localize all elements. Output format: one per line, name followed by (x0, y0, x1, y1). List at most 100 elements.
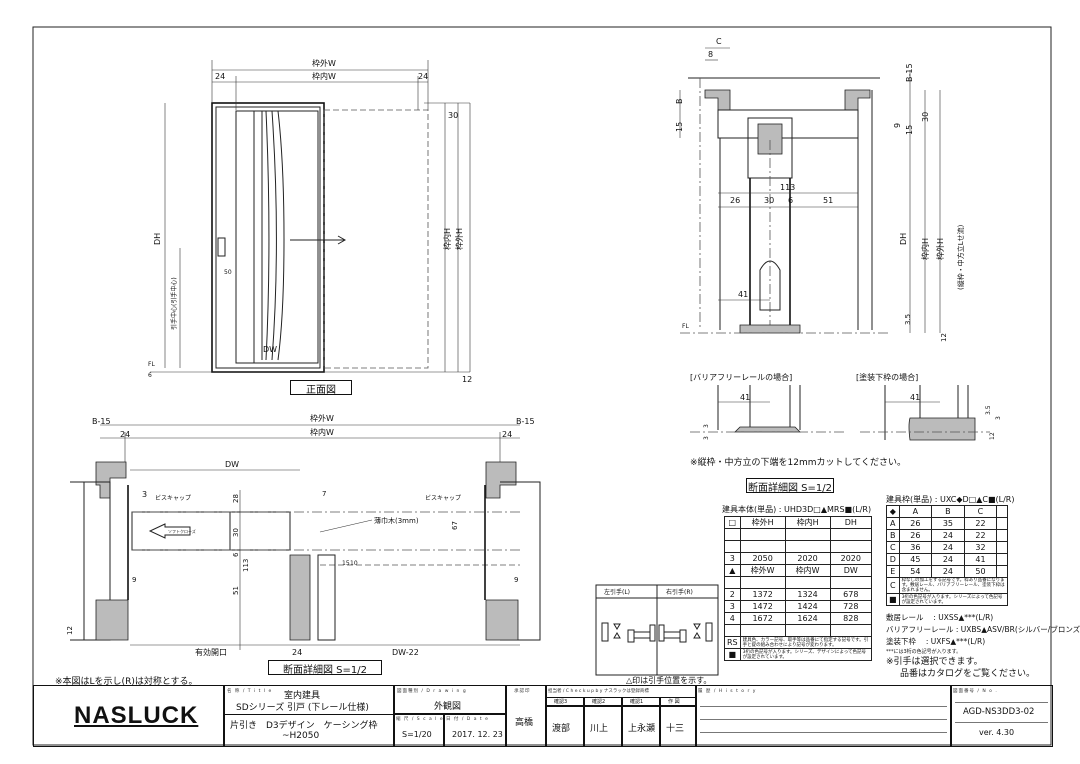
handle-diagram (595, 584, 719, 676)
table-row (724, 624, 873, 637)
dim-b15: B-15 (905, 63, 914, 82)
table-cell: 54 (898, 565, 933, 578)
dim-6: 6 (232, 552, 240, 557)
date-label: 日 付 / D a t e (446, 717, 489, 722)
table-cell (996, 565, 1008, 578)
dim-frame-inner-h: 枠内H (920, 238, 930, 260)
dim-50: 50 (224, 269, 232, 276)
checker-name: 十三 (666, 724, 685, 734)
table-cell: A (886, 517, 900, 530)
scale-label: 縮 尺 / S c a l e (396, 717, 444, 722)
bottom-detail-drawings (690, 385, 990, 441)
table-cell: 24 (931, 565, 965, 578)
plan-note: ※本図はLを示し(R)は対称とする。 (55, 677, 198, 687)
door-table-title: 建具本体(単品) : UHD3D□▲MRS■(L/R) (722, 505, 872, 514)
logo-cell: NASLUCK (33, 685, 225, 747)
table-cell: 22 (963, 517, 998, 530)
note-text: 建具色、カラー記号、取手等は品番にて指定する記号です。引手と錠の組み合わせにより… (739, 636, 873, 649)
dim-30: 30 (764, 196, 774, 205)
dim-24: 24 (292, 648, 302, 657)
dim-10: 10 (350, 560, 358, 567)
right-handle-label: 右引手(R) (666, 589, 693, 596)
table-cell: 828 (829, 612, 873, 625)
table-cell (724, 576, 741, 589)
table-cell: 枠外W (739, 564, 786, 577)
dim-b: B (675, 99, 684, 105)
title-line: 室内建具 (284, 691, 321, 701)
table-cell: 24 (931, 541, 965, 554)
table-cell: DH (829, 516, 873, 529)
front-view-label: 正面図 (290, 380, 352, 396)
table-cell (784, 540, 831, 553)
table-cell: B (931, 505, 965, 518)
table-cell: A (898, 505, 933, 518)
catalog-note: 品番はカタログをご覧ください。 (900, 669, 1036, 679)
soft-close-arrow-icon (148, 523, 191, 539)
dim-6: 6 (148, 372, 152, 379)
drawing-number: AGD-NS3DD3-02 (963, 707, 1035, 717)
table-cell: 3 (724, 600, 741, 613)
scale-cell: 縮 尺 / S c a l e S=1/20 (393, 713, 445, 747)
history-cell: 履 歴 / H i s t o r y (695, 685, 952, 747)
dim-7: 7 (322, 490, 326, 498)
table-cell (996, 529, 1008, 542)
dim-3: 3 (142, 490, 147, 499)
table-cell: B (886, 529, 900, 542)
dim-15: 15 (342, 560, 350, 567)
table-row (724, 540, 873, 553)
table-cell (739, 528, 786, 541)
table-cell: 4 (724, 612, 741, 625)
dim-113: 113 (780, 183, 795, 192)
dim-handle-center: 引手中心(引手中心) (170, 277, 178, 330)
dim-c: C (716, 37, 722, 46)
table-cell: 32 (963, 541, 998, 554)
checker-role: 確認2 (592, 699, 606, 705)
checker-name: 渡部 (552, 724, 571, 734)
dim-frame-inner-h: 枠内H (442, 228, 452, 250)
scale-value: S=1/20 (402, 730, 432, 739)
dim-dh: DH (153, 233, 162, 245)
dim-41: 41 (738, 290, 748, 299)
checker-role-cell: 確認3 (545, 697, 585, 707)
history-label: 履 歴 / H i s t o r y (698, 689, 757, 694)
dim-24: 24 (120, 430, 130, 439)
rail-line: 塗装下枠 : UXFS▲***(L/R) (886, 637, 986, 646)
pull-handle-icon (217, 237, 226, 257)
checker-role-cell: 作 図 (659, 697, 697, 707)
note-row: ■3桁の色記号が入ります。シリーズによって色記号が設定されています。 (886, 593, 1009, 606)
barrier-free-title: [バリアフリーレールの場合] (690, 373, 793, 382)
dim-3-5: 3.5 (904, 314, 912, 325)
table-cell (829, 576, 873, 589)
rail-line: バリアフリーレール : UXBS▲ASV/BR(シルバー/ブロンズ) (886, 625, 1080, 634)
dim-8: 8 (708, 50, 713, 59)
dim-frame-inner-w: 枠内W (310, 427, 334, 437)
table-cell: 枠内H (784, 516, 831, 529)
dim-b15: B-15 (92, 417, 111, 426)
dim-6: 6 (788, 196, 793, 205)
checker-name: 上永瀬 (628, 724, 656, 734)
table-cell: 2 (724, 588, 741, 601)
table-cell: 41 (963, 553, 998, 566)
checker-cell: 渡部 (545, 705, 585, 747)
table-cell (739, 540, 786, 553)
table-cell: 22 (963, 529, 998, 542)
table-cell (784, 624, 831, 637)
dim-dw: DW (263, 345, 277, 354)
table-cell (724, 540, 741, 553)
dim-113: 113 (242, 559, 250, 572)
dim-26: 26 (730, 196, 740, 205)
table-cell: 24 (931, 553, 965, 566)
note-text: 3桁の色記号が入ります。シリーズ、デザインによって色記号が設定されています。 (739, 648, 873, 661)
dim-30: 30 (232, 528, 240, 537)
dim-41: 41 (910, 393, 920, 402)
fl-mark: FL (682, 323, 689, 330)
table-cell (829, 540, 873, 553)
fl-mark: FL (148, 361, 155, 368)
table-cell: C (886, 541, 900, 554)
